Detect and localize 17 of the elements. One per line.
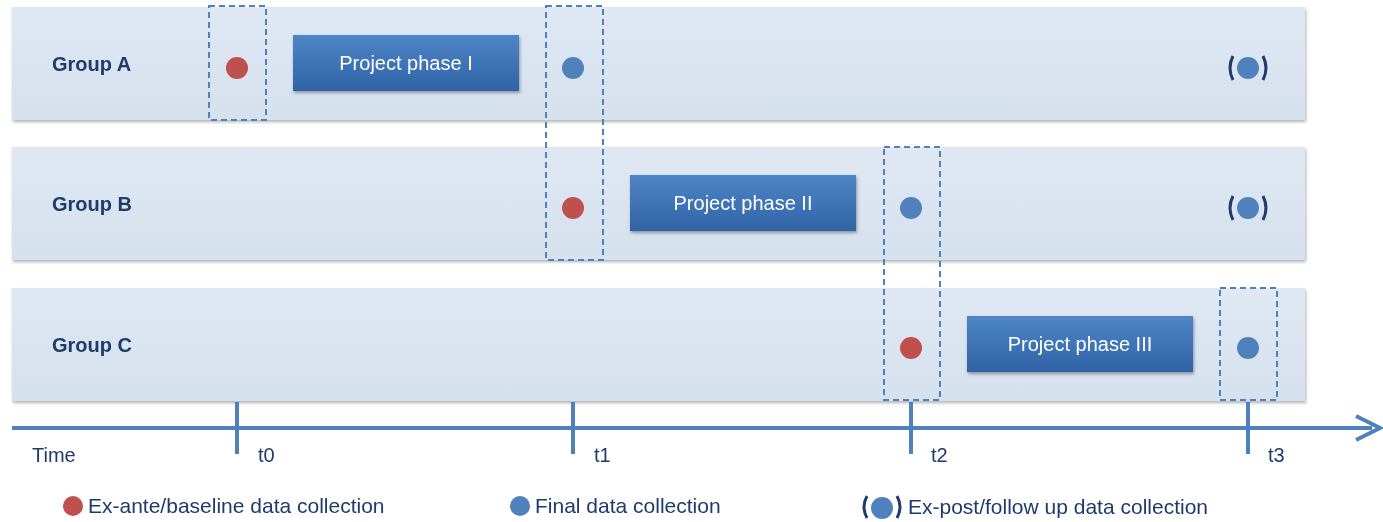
- legend-label: Final data collection: [535, 494, 721, 518]
- axis-label: Time: [32, 444, 76, 467]
- time-point-label: t3: [1268, 444, 1285, 467]
- legend-label: Ex-post/follow up data collection: [908, 495, 1208, 519]
- phase-box: Project phase II: [630, 175, 856, 231]
- group-band: [12, 147, 1305, 260]
- group-label: Group C: [52, 333, 132, 356]
- group-band: [12, 288, 1305, 401]
- phase-box: Project phase III: [967, 316, 1193, 372]
- phase-box: Project phase I: [293, 35, 519, 91]
- group-label: Group A: [52, 52, 132, 75]
- time-point-label: t2: [931, 444, 948, 467]
- legend-label: Ex-ante/baseline data collection: [88, 494, 385, 518]
- group-band: [12, 7, 1305, 120]
- group-label: Group B: [52, 192, 132, 215]
- time-point-label: t1: [594, 444, 611, 467]
- time-point-label: t0: [258, 444, 275, 467]
